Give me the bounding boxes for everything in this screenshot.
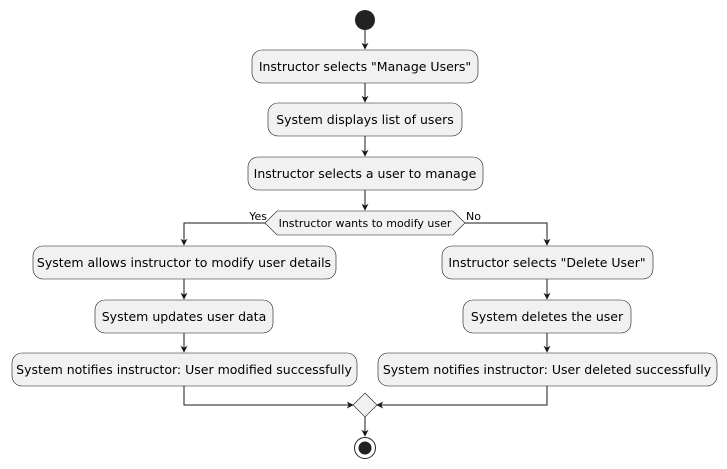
- node-update-data-label: System updates user data: [102, 309, 267, 324]
- node-notify-deleted: System notifies instructor: User deleted…: [377, 352, 718, 387]
- node-manage-users-label: Instructor selects "Manage Users": [259, 59, 471, 74]
- start-node: [355, 10, 375, 30]
- node-delete-user: System deletes the user: [462, 299, 632, 334]
- node-update-data: System updates user data: [94, 299, 274, 334]
- end-node: [354, 437, 376, 459]
- node-notify-deleted-label: System notifies instructor: User deleted…: [383, 362, 712, 377]
- branch-no-label: No: [466, 210, 481, 223]
- decision-condition-label: Instructor wants to modify user: [279, 217, 452, 230]
- node-delete-user-label: System deletes the user: [471, 309, 624, 324]
- edge-deleted-to-merge: [376, 386, 548, 409]
- node-select-delete-label: Instructor selects "Delete User": [448, 255, 645, 270]
- node-manage-users: Instructor selects "Manage Users": [251, 49, 479, 84]
- node-notify-modified: System notifies instructor: User modifie…: [11, 352, 358, 387]
- branch-yes-label: Yes: [248, 210, 267, 223]
- edge-modified-to-merge: [183, 386, 354, 409]
- node-notify-modified-label: System notifies instructor: User modifie…: [16, 362, 352, 377]
- edge-decision-to-yes: [180, 222, 265, 246]
- node-display-list: System displays list of users: [267, 102, 463, 137]
- node-select-user-label: Instructor selects a user to manage: [254, 166, 477, 181]
- decision-modify-user: Instructor wants to modify user: [264, 210, 466, 236]
- merge-node: [352, 392, 378, 418]
- node-select-user: Instructor selects a user to manage: [247, 156, 484, 191]
- node-select-delete: Instructor selects "Delete User": [441, 245, 654, 280]
- node-allow-modify-label: System allows instructor to modify user …: [37, 255, 331, 270]
- node-allow-modify: System allows instructor to modify user …: [32, 245, 337, 280]
- node-display-list-label: System displays list of users: [276, 112, 454, 127]
- edge-decision-to-no: [465, 222, 551, 246]
